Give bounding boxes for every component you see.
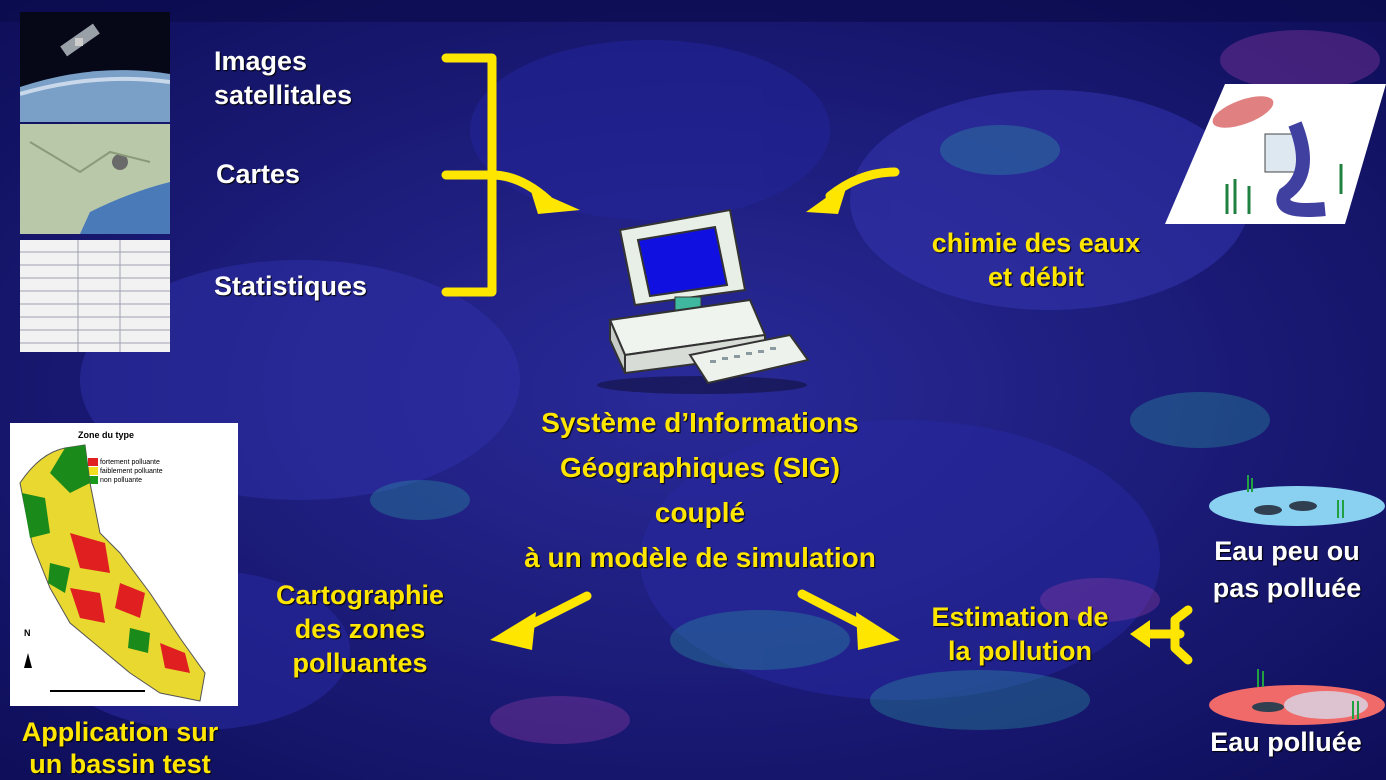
label-sig-line1: Système d’Informations: [541, 407, 859, 438]
label-water-chemistry-line2: et débit: [987, 262, 1084, 292]
basin-map-panel: Zone du type fortement polluante faiblem…: [10, 423, 238, 706]
satellite-image: [19, 12, 171, 122]
input-images-panel: [19, 12, 171, 352]
arrowhead-estimation-left: [1130, 620, 1150, 648]
water-chemistry-image: [1165, 84, 1386, 226]
label-sig-line4: à un modèle de simulation: [524, 542, 876, 573]
water-fork-bracket: [1170, 605, 1193, 665]
label-clean-water-line2: pas polluée: [1212, 573, 1362, 603]
label-application: Application sur un bassin test: [0, 716, 240, 780]
map-image: [20, 124, 170, 234]
legend-item-low: non polluante: [88, 476, 163, 485]
label-water-chemistry: chimie des eaux et débit: [905, 226, 1167, 294]
arrowhead-estimation: [856, 612, 900, 650]
label-cartography: Cartographie des zones polluantes: [255, 578, 465, 680]
label-sig-line3: couplé: [654, 497, 746, 528]
computer-icon: [590, 205, 815, 395]
label-cartography-line2: des zones: [294, 614, 426, 644]
label-clean-water-line1: Eau peu ou: [1214, 536, 1360, 566]
label-statistics: Statistiques: [214, 271, 368, 301]
clean-water-image: [1208, 470, 1386, 530]
basin-map-legend-title: Zone du type: [78, 430, 134, 440]
label-sig: Système d’Informations Géographiques (SI…: [465, 400, 935, 580]
basin-map-image: [19, 444, 206, 702]
label-estimation-line1: Estimation de: [931, 602, 1109, 632]
label-application-line1: Application sur: [21, 717, 219, 747]
north-arrow-label: N: [24, 628, 31, 638]
label-estimation-line2: la pollution: [948, 636, 1092, 666]
statistics-table-image: [20, 240, 170, 352]
label-application-line2: un bassin test: [29, 749, 211, 779]
label-cartography-line3: polluantes: [292, 648, 428, 678]
legend-item-high: fortement polluante: [88, 458, 163, 467]
basin-map-legend: fortement polluante faiblement polluante…: [88, 458, 163, 485]
arrowhead-cartography: [490, 612, 536, 650]
label-sig-line2: Géographiques (SIG): [559, 452, 841, 483]
legend-item-medium: faiblement polluante: [88, 467, 163, 476]
arrowhead-chemistry: [806, 182, 848, 214]
label-cartography-line1: Cartographie: [275, 580, 445, 610]
keyboard-icon: [688, 333, 810, 385]
monitor-icon: [618, 208, 747, 312]
legend-item-low-label: non polluante: [99, 477, 142, 484]
label-water-chemistry-line1: chimie des eaux: [931, 228, 1141, 258]
label-clean-water: Eau peu ou pas polluée: [1196, 533, 1378, 607]
legend-item-high-label: fortement polluante: [99, 459, 160, 466]
label-estimation: Estimation de la pollution: [905, 600, 1135, 668]
legend-item-medium-label: faiblement polluante: [99, 468, 163, 475]
polluted-water-image: [1208, 665, 1386, 727]
label-satellite-images: Images satellitales: [214, 46, 353, 110]
label-maps: Cartes: [216, 159, 301, 189]
label-polluted-water: Eau polluée: [1210, 727, 1362, 757]
arrowhead-inputs: [530, 188, 580, 214]
